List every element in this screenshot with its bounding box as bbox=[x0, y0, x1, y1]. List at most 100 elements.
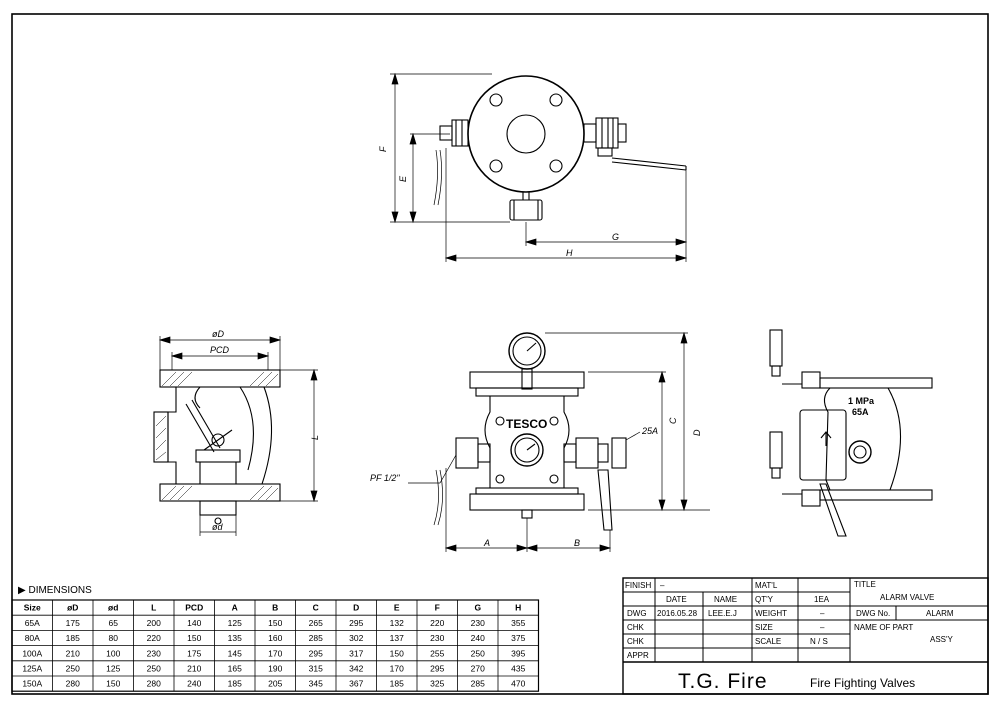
table-header-cell: PCD bbox=[185, 603, 203, 613]
table-cell: 210 bbox=[66, 648, 80, 658]
table-cell: 132 bbox=[390, 618, 404, 628]
table-cell: 125 bbox=[228, 618, 242, 628]
table-cell: 80A bbox=[25, 633, 40, 643]
table-header-cell: L bbox=[151, 603, 156, 613]
table-cell: 230 bbox=[147, 648, 161, 658]
table-cell: 190 bbox=[268, 664, 282, 674]
tb-size-label: SIZE bbox=[755, 623, 773, 632]
table-cell: 160 bbox=[268, 633, 282, 643]
dim-label-C: C bbox=[668, 417, 678, 424]
table-cell: 175 bbox=[187, 648, 201, 658]
dim-label-F: F bbox=[378, 146, 388, 152]
table-cell: 220 bbox=[430, 618, 444, 628]
body-pressure-mark: 1 MPa bbox=[848, 396, 875, 406]
tb-chk-label: CHK bbox=[627, 623, 645, 632]
table-header-cell: øD bbox=[67, 603, 78, 613]
section-dimensions bbox=[158, 336, 318, 536]
table-cell: 100 bbox=[106, 648, 120, 658]
table-cell: 200 bbox=[147, 618, 161, 628]
table-cell: 240 bbox=[471, 633, 485, 643]
table-cell: 435 bbox=[511, 664, 525, 674]
table-cell: 150 bbox=[268, 618, 282, 628]
table-header-cell: C bbox=[313, 603, 319, 613]
table-cell: 170 bbox=[268, 648, 282, 658]
tb-appr-label: APPR bbox=[627, 651, 649, 660]
table-cell: 345 bbox=[309, 679, 323, 689]
table-cell: 317 bbox=[349, 648, 363, 658]
table-cell: 150A bbox=[22, 679, 42, 689]
tb-scale-value: N / S bbox=[810, 637, 828, 646]
tb-finish-label: FINISH bbox=[625, 581, 651, 590]
side-view bbox=[769, 329, 933, 537]
tb-chk2-label: CHK bbox=[627, 637, 645, 646]
table-cell: 375 bbox=[511, 633, 525, 643]
table-cell: 150 bbox=[187, 633, 201, 643]
table-header-cell: B bbox=[272, 603, 278, 613]
tb-title-value: ALARM VALVE bbox=[880, 593, 934, 602]
table-header-cell: F bbox=[435, 603, 440, 613]
table-cell: 125A bbox=[22, 664, 42, 674]
tb-part-value: ASS'Y bbox=[930, 635, 954, 644]
table-cell: 280 bbox=[147, 679, 161, 689]
table-cell: 170 bbox=[390, 664, 404, 674]
dim-label-PCD: PCD bbox=[210, 345, 230, 355]
table-cell: 135 bbox=[228, 633, 242, 643]
tb-weight-label: WEIGHT bbox=[755, 609, 787, 618]
tb-tagline: Fire Fighting Valves bbox=[810, 676, 915, 690]
table-header-cell: Size bbox=[24, 603, 41, 613]
table-cell: 100A bbox=[22, 648, 42, 658]
table-cell: 250 bbox=[66, 664, 80, 674]
section-hatching bbox=[155, 371, 279, 501]
tb-weight-value: – bbox=[820, 609, 825, 618]
callout-25a: 25A bbox=[641, 426, 658, 436]
tb-scale-label: SCALE bbox=[755, 637, 781, 646]
table-cell: 220 bbox=[147, 633, 161, 643]
body-brand-mark: TESCO bbox=[506, 417, 547, 431]
table-cell: 395 bbox=[511, 648, 525, 658]
table-cell: 342 bbox=[349, 664, 363, 674]
tb-dwgno-label: DWG No. bbox=[856, 609, 890, 618]
table-cell: 185 bbox=[228, 679, 242, 689]
callout-pf: PF 1/2" bbox=[370, 473, 400, 483]
table-header-cell: ød bbox=[108, 603, 118, 613]
table-cell: 325 bbox=[430, 679, 444, 689]
table-cell: 295 bbox=[309, 648, 323, 658]
dim-label-phiD: øD bbox=[212, 329, 224, 339]
table-cell: 230 bbox=[471, 618, 485, 628]
table-header-cell: A bbox=[232, 603, 238, 613]
dim-label-B: B bbox=[574, 538, 580, 548]
table-cell: 145 bbox=[228, 648, 242, 658]
top-view bbox=[439, 75, 687, 221]
table-cell: 315 bbox=[309, 664, 323, 674]
dim-label-D: D bbox=[692, 429, 702, 436]
dim-label-phid: ød bbox=[212, 522, 223, 532]
table-header-cell: H bbox=[515, 603, 521, 613]
table-cell: 255 bbox=[430, 648, 444, 658]
table-cell: 280 bbox=[66, 679, 80, 689]
tb-qty-value: 1EA bbox=[814, 595, 830, 604]
table-cell: 302 bbox=[349, 633, 363, 643]
table-cell: 175 bbox=[66, 618, 80, 628]
table-cell: 250 bbox=[147, 664, 161, 674]
table-cell: 295 bbox=[430, 664, 444, 674]
tb-part-label: NAME OF PART bbox=[854, 623, 913, 632]
table-cell: 80 bbox=[109, 633, 119, 643]
tb-title-label: TITLE bbox=[854, 580, 876, 589]
table-cell: 205 bbox=[268, 679, 282, 689]
table-cell: 250 bbox=[471, 648, 485, 658]
dim-label-G: G bbox=[612, 232, 619, 242]
table-header-cell: G bbox=[474, 603, 481, 613]
tb-dwg-label: DWG bbox=[627, 609, 647, 618]
dimensions-heading: ▶ DIMENSIONS bbox=[18, 585, 92, 596]
sheet-border bbox=[11, 13, 989, 695]
tb-finish-value: – bbox=[660, 581, 665, 590]
table-cell: 137 bbox=[390, 633, 404, 643]
tb-date-label: DATE bbox=[666, 595, 687, 604]
table-cell: 270 bbox=[471, 664, 485, 674]
tb-name-label: NAME bbox=[714, 595, 737, 604]
table-cell: 355 bbox=[511, 618, 525, 628]
top-view-dimensions bbox=[390, 72, 688, 262]
table-cell: 285 bbox=[309, 633, 323, 643]
